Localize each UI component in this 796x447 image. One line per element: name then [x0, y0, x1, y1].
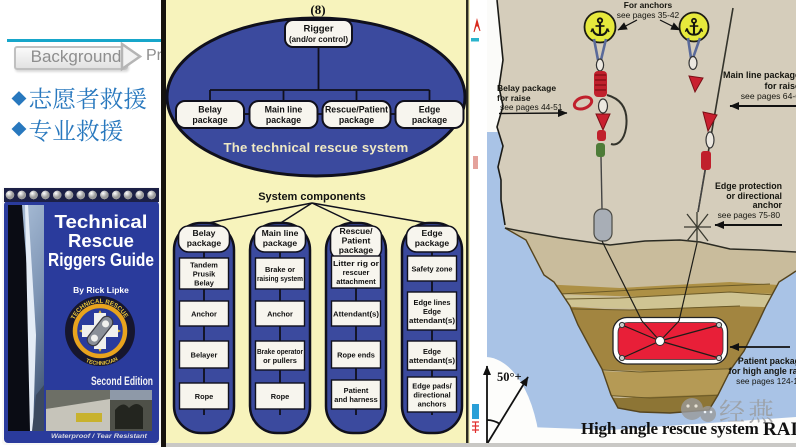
svg-text:Main line package: Main line package	[723, 70, 796, 80]
svg-text:see pages 124-1: see pages 124-1	[736, 376, 796, 386]
svg-text:package: package	[187, 238, 222, 248]
svg-text:By Rick Lipke: By Rick Lipke	[73, 285, 129, 295]
svg-text:Rope: Rope	[271, 392, 289, 401]
svg-text:or pullers: or pullers	[263, 356, 297, 365]
svg-text:Attendant(s): Attendant(s)	[333, 310, 380, 319]
svg-text:Anchor: Anchor	[267, 310, 293, 319]
svg-text:for raise: for raise	[764, 81, 796, 91]
svg-text:package: package	[412, 115, 447, 125]
svg-text:anchor: anchor	[753, 200, 783, 210]
svg-text:Rescue/Patient: Rescue/Patient	[325, 105, 388, 115]
svg-text:attachment: attachment	[336, 277, 376, 286]
svg-text:and harness: and harness	[334, 395, 378, 404]
svg-text:(and/or control): (and/or control)	[289, 35, 348, 44]
svg-text:Edge: Edge	[423, 347, 441, 356]
svg-text:Rescue: Rescue	[68, 231, 134, 251]
svg-text:Rescue/: Rescue/	[340, 226, 374, 236]
svg-text:Prusik: Prusik	[193, 270, 216, 279]
svg-text:System components: System components	[258, 191, 366, 203]
svg-text:Technical: Technical	[55, 212, 148, 232]
svg-text:see pages 44-51: see pages 44-51	[500, 102, 563, 112]
svg-text:(8): (8)	[310, 2, 325, 17]
svg-text:The technical rescue system: The technical rescue system	[224, 140, 409, 155]
svg-text:see pages 75-80: see pages 75-80	[718, 210, 781, 220]
svg-text:package: package	[266, 115, 301, 125]
svg-text:Belay: Belay	[194, 279, 215, 288]
svg-text:Edge pads/: Edge pads/	[412, 382, 451, 391]
svg-text:Edge: Edge	[421, 228, 442, 238]
svg-text:Rope ends: Rope ends	[337, 351, 375, 360]
svg-text:Edge protection: Edge protection	[715, 181, 782, 191]
svg-text:Waterproof / Tear Resistant: Waterproof / Tear Resistant	[51, 433, 148, 440]
svg-text:Tandem: Tandem	[190, 261, 218, 270]
svg-text:Patient: Patient	[342, 236, 371, 246]
svg-text:Second Edition: Second Edition	[91, 376, 153, 388]
svg-text:Brake operator: Brake operator	[257, 347, 303, 356]
svg-text:raising system: raising system	[257, 274, 303, 283]
svg-text:Edge: Edge	[419, 105, 441, 115]
svg-text:package: package	[192, 115, 227, 125]
svg-text:Brake or: Brake or	[265, 265, 295, 274]
svg-text:50°+: 50°+	[497, 370, 522, 384]
svg-text:directional: directional	[413, 391, 450, 400]
svg-text:Main line: Main line	[262, 228, 299, 238]
svg-text:attendant(s): attendant(s)	[409, 356, 456, 365]
svg-text:rescuer: rescuer	[343, 268, 370, 277]
svg-text:Belayer: Belayer	[191, 351, 218, 360]
svg-text:Main line: Main line	[265, 105, 303, 115]
svg-text:Belay package: Belay package	[497, 83, 556, 93]
svg-text:see pages 64-6: see pages 64-6	[741, 91, 796, 101]
svg-text:package: package	[263, 238, 298, 248]
svg-text:for high angle rai: for high angle rai	[729, 366, 796, 376]
svg-text:Litter rig or: Litter rig or	[333, 259, 379, 268]
svg-text:package: package	[415, 238, 450, 248]
svg-text:RAISI: RAISI	[763, 419, 796, 440]
svg-text:package: package	[339, 245, 374, 255]
svg-text:attendant(s): attendant(s)	[409, 316, 456, 325]
svg-text:Edge lines: Edge lines	[414, 298, 451, 307]
svg-text:Edge: Edge	[423, 307, 441, 316]
svg-text:Anchor: Anchor	[191, 310, 217, 319]
svg-text:Patient: Patient	[344, 386, 369, 395]
svg-text:Riggers Guide: Riggers Guide	[48, 250, 154, 270]
svg-text:or directional: or directional	[726, 191, 782, 201]
svg-text:Belay: Belay	[193, 228, 216, 238]
svg-text:TECHNICIAN: TECHNICIAN	[85, 356, 119, 367]
svg-text:see pages 35-42: see pages 35-42	[617, 10, 680, 20]
svg-text:For anchors: For anchors	[624, 0, 673, 10]
svg-text:for raise: for raise	[497, 93, 531, 103]
svg-text:package: package	[339, 115, 374, 125]
svg-text:Patient packag: Patient packag	[738, 356, 796, 366]
svg-text:Rope: Rope	[195, 392, 213, 401]
svg-text:Rigger: Rigger	[303, 24, 333, 35]
svg-text:Safety zone: Safety zone	[411, 265, 452, 274]
svg-text:Belay: Belay	[198, 105, 222, 115]
svg-text:anchors: anchors	[418, 400, 447, 409]
svg-text:High angle rescue system: High angle rescue system	[581, 419, 759, 438]
